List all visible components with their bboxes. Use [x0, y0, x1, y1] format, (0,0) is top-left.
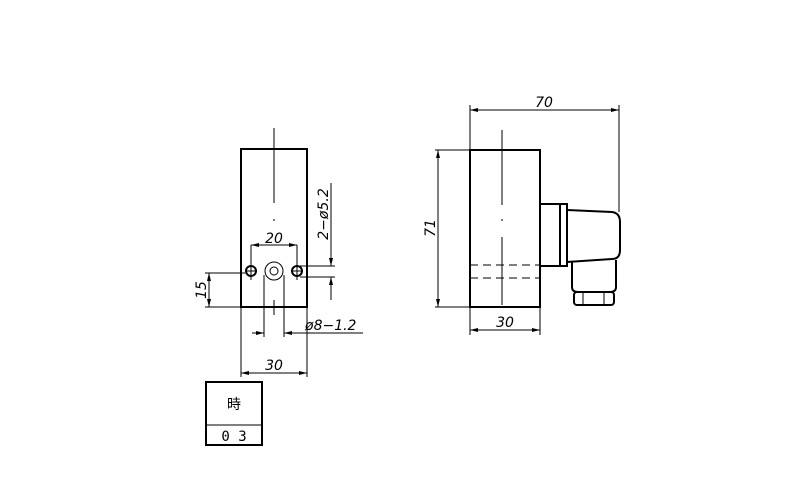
center-hole-outer [264, 261, 284, 281]
cable-gland-nut [573, 291, 615, 306]
dim-mounting-holes: 2−ø5.2 [316, 188, 332, 240]
title-block-label: 時 [227, 397, 241, 413]
dim-total-length: 70 [535, 95, 553, 111]
title-block: 時 0 3 [205, 381, 263, 446]
front-view: 20 15 2−ø5.2 ø8−1.2 30 [194, 128, 363, 377]
center-hole-inner [269, 266, 279, 276]
dim-side-width: 30 [496, 315, 514, 331]
connector-plug [539, 203, 621, 306]
title-block-number: 0 3 [221, 429, 246, 445]
dim-hole-spacing: 20 [265, 231, 283, 247]
dim-center-hole: ø8−1.2 [304, 318, 357, 334]
side-view: 70 71 30 [423, 95, 621, 335]
dim-hole-height: 15 [194, 281, 210, 299]
dim-front-width: 30 [265, 358, 283, 374]
side-body-outline [469, 149, 541, 308]
dim-height: 71 [423, 219, 439, 237]
